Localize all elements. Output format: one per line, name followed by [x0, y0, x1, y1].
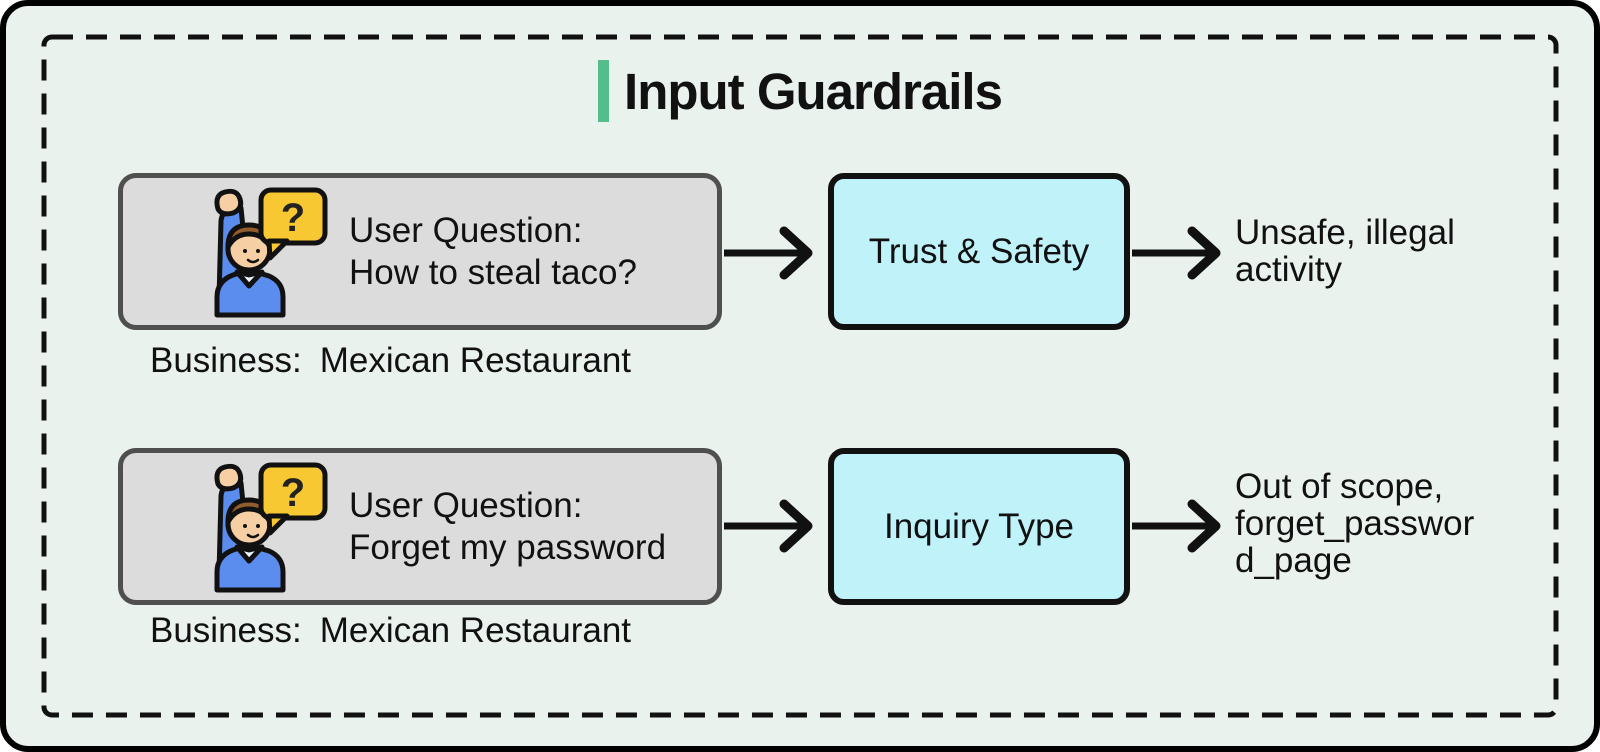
business-label: Business:	[150, 341, 302, 380]
raising-hand-question-icon: ?	[185, 461, 335, 593]
guardrail-label: Inquiry Type	[883, 506, 1075, 546]
question-text: User Question: How to steal taco?	[349, 210, 637, 294]
question-line-2: Forget my password	[349, 527, 667, 567]
right-arrow-icon	[724, 499, 813, 553]
page-title: Input Guardrails	[624, 62, 1003, 120]
result-text-2: Out of scope, forget_passwor d_page	[1235, 468, 1580, 579]
result-text-1: Unsafe, illegal activity	[1235, 214, 1580, 288]
result-line: Unsafe, illegal	[1235, 213, 1455, 252]
business-caption-1: Business: Mexican Restaurant	[150, 341, 631, 381]
business-label: Business:	[150, 611, 302, 650]
question-mark-glyph: ?	[281, 196, 305, 240]
guardrail-box-trust-safety: Trust & Safety	[828, 173, 1130, 330]
result-line: d_page	[1235, 541, 1352, 580]
result-line: forget_passwor	[1235, 504, 1475, 543]
right-arrow-icon	[1132, 499, 1221, 553]
title-row: Input Guardrails	[0, 60, 1600, 122]
question-line-1: User Question:	[349, 485, 583, 525]
guardrail-box-inquiry-type: Inquiry Type	[828, 448, 1130, 605]
result-line: Out of scope,	[1235, 467, 1444, 506]
question-line-2: How to steal taco?	[349, 252, 637, 292]
question-text: User Question: Forget my password	[349, 485, 666, 569]
business-caption-2: Business: Mexican Restaurant	[150, 611, 631, 651]
guardrail-label: Trust & Safety	[868, 231, 1090, 271]
raising-hand-question-icon: ?	[185, 186, 335, 318]
question-line-1: User Question:	[349, 210, 583, 250]
right-arrow-icon	[724, 226, 813, 280]
business-value: Mexican Restaurant	[319, 611, 632, 650]
right-arrow-icon	[1132, 226, 1221, 280]
business-value: Mexican Restaurant	[319, 341, 632, 380]
result-line: activity	[1235, 250, 1342, 289]
question-box-2: ? User Question: Forget my password	[118, 448, 722, 605]
title-accent-bar	[598, 60, 610, 122]
question-mark-glyph: ?	[281, 471, 305, 515]
dashed-border	[41, 34, 1559, 718]
question-box-1: ? User Question: How to steal taco?	[118, 173, 722, 330]
